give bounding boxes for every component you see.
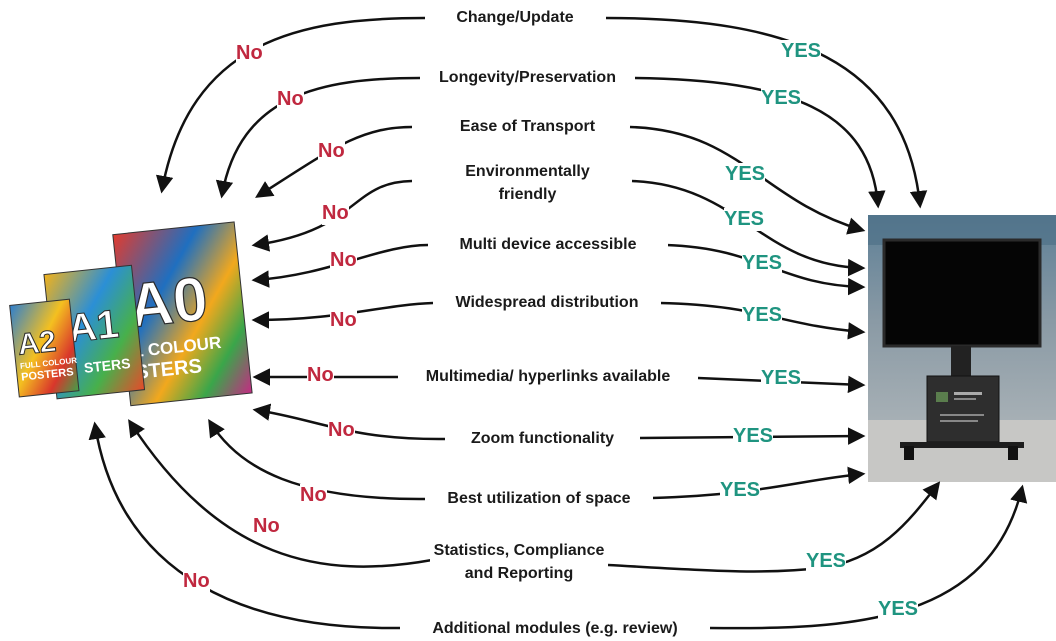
criterion-statistics: Statistics, Compliance and Reporting xyxy=(430,539,608,585)
yes-label-7: YES xyxy=(761,367,802,390)
no-label-10: No xyxy=(253,515,280,538)
criterion-widespread-distribution: Widespread distribution xyxy=(433,291,661,314)
a2-poster: A2 FULL COLOUR POSTERS xyxy=(9,298,80,398)
a0-size-text: A0 xyxy=(125,264,211,341)
criterion-best-utilization: Best utilization of space xyxy=(425,487,653,510)
yes-label-2: YES xyxy=(761,87,802,110)
a2-caption-2: POSTERS xyxy=(21,366,75,383)
criterion-longevity: Longevity/Preservation xyxy=(420,66,635,89)
no-label-6: No xyxy=(330,309,357,332)
yes-label-11: YES xyxy=(878,598,919,621)
criterion-ease-of-transport: Ease of Transport xyxy=(440,115,615,138)
yes-label-1: YES xyxy=(781,40,822,63)
yes-label-10: YES xyxy=(806,550,847,573)
criterion-multimedia: Multimedia/ hyperlinks available xyxy=(398,365,698,388)
no-label-9: No xyxy=(300,484,327,507)
digital-poster-display-image xyxy=(868,215,1056,482)
criterion-additional-modules: Additional modules (e.g. review) xyxy=(400,617,710,640)
no-label-5: No xyxy=(330,249,357,272)
criterion-zoom: Zoom functionality xyxy=(445,427,640,450)
a2-size-text: A2 xyxy=(16,325,58,362)
criterion-change-update: Change/Update xyxy=(425,6,605,29)
no-label-3: No xyxy=(318,140,345,163)
yes-label-9: YES xyxy=(720,479,761,502)
a0-poster: A0 L COLOUR STERS xyxy=(112,221,253,407)
yes-label-4: YES xyxy=(724,208,765,231)
a1-caption: STERS xyxy=(83,355,131,376)
yes-label-8: YES xyxy=(733,425,774,448)
criterion-environmentally-friendly: Environmentally friendly xyxy=(435,160,620,206)
no-label-1: No xyxy=(236,42,263,65)
yes-label-3: YES xyxy=(725,163,766,186)
no-label-11: No xyxy=(183,570,210,593)
yes-label-5: YES xyxy=(742,252,783,275)
no-label-7: No xyxy=(307,364,334,387)
no-label-2: No xyxy=(277,88,304,111)
criterion-multi-device: Multi device accessible xyxy=(428,233,668,256)
no-label-4: No xyxy=(322,202,349,225)
yes-label-6: YES xyxy=(742,304,783,327)
no-label-8: No xyxy=(328,419,355,442)
